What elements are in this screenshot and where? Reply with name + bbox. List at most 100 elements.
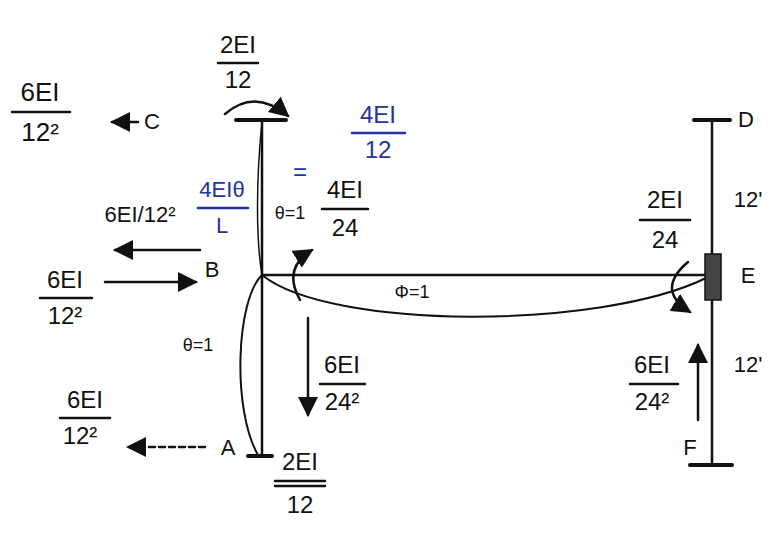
- fraction-bar: [322, 208, 368, 211]
- annotation-label: 6EI: [20, 79, 59, 105]
- label-holder: θ=1: [183, 336, 214, 354]
- annotation-label: B: [205, 259, 220, 281]
- force-arrow: [112, 121, 138, 124]
- label-holder: 12²: [63, 424, 98, 448]
- label-holder: 2EI: [647, 188, 683, 212]
- moment-arrow: [293, 250, 312, 300]
- fraction-bar: [630, 383, 678, 386]
- label-holder: Φ=1: [395, 283, 430, 301]
- fraction-bar: [320, 383, 365, 386]
- annotation-label: 24²: [635, 390, 670, 414]
- force-arrow: [697, 345, 700, 420]
- label-holder: 12: [365, 138, 392, 162]
- support-bar: [694, 118, 730, 122]
- fraction-bar: [275, 480, 325, 483]
- annotation-label: =: [293, 160, 307, 184]
- annotation-label: 6EI: [67, 388, 103, 412]
- fraction-bar: [12, 111, 70, 114]
- label-holder: 6EI: [324, 353, 360, 377]
- annotation-label: 12: [287, 493, 314, 517]
- annotation-label: C: [144, 111, 160, 133]
- label-holder: 24²: [325, 390, 360, 414]
- label-holder: 24: [332, 216, 359, 240]
- support-bar: [236, 118, 286, 122]
- label-holder: 6EI: [20, 79, 59, 105]
- fraction-bar: [40, 297, 92, 300]
- label-holder: 4EIθ: [199, 179, 244, 201]
- annotation-label: 12': [734, 189, 763, 211]
- fraction-bar: [640, 219, 690, 222]
- label-holder: 2EI: [220, 33, 256, 57]
- annotation-label: 24: [652, 228, 679, 252]
- label-holder: 24²: [635, 390, 670, 414]
- annotation-label: θ=1: [183, 336, 214, 354]
- force-arrow: [307, 318, 310, 415]
- label-holder: 12²: [21, 119, 59, 145]
- annotation-label: 4EI: [360, 103, 396, 127]
- label-holder: 12': [734, 354, 763, 376]
- deflected-shape: [240, 275, 262, 455]
- fraction-bar: [198, 207, 248, 210]
- label-holder: D: [738, 109, 754, 131]
- annotation-label: D: [738, 109, 754, 131]
- annotation-label: θ=1: [275, 204, 306, 222]
- annotation-label: 12²: [63, 424, 98, 448]
- annotation-label: 4EI: [327, 178, 363, 202]
- label-holder: 12': [734, 189, 763, 211]
- label-holder: θ=1: [275, 204, 306, 222]
- annotation-label: 24²: [325, 390, 360, 414]
- annotation-label: A: [221, 437, 236, 459]
- label-holder: 6EI/12²: [105, 204, 176, 226]
- beam-line: [262, 274, 706, 277]
- annotation-label: 6EI: [47, 268, 83, 292]
- label-holder: B: [205, 259, 220, 281]
- support-bar: [690, 463, 732, 467]
- annotation-label: 24: [332, 216, 359, 240]
- label-holder: E: [741, 265, 756, 287]
- fraction-bar: [275, 485, 325, 488]
- column-line: [261, 120, 264, 456]
- annotation-label: 12: [365, 138, 392, 162]
- label-holder: A: [221, 437, 236, 459]
- moment-arrow: [225, 101, 288, 116]
- annotation-label: E: [741, 265, 756, 287]
- fraction-bar: [60, 417, 110, 420]
- annotation-label: 2EI: [220, 33, 256, 57]
- fraction-bar: [218, 62, 258, 65]
- label-holder: 4EI: [327, 178, 363, 202]
- force-arrow: [105, 281, 196, 284]
- annotation-label: 6EI: [634, 353, 670, 377]
- annotation-label: 12²: [21, 119, 59, 145]
- moment-arrow: [672, 262, 690, 312]
- label-holder: 24: [652, 228, 679, 252]
- support-bar: [248, 454, 272, 458]
- label-holder: 12²: [48, 304, 83, 328]
- force-arrow: [128, 446, 205, 449]
- label-holder: F: [683, 437, 696, 459]
- label-holder: 2EI: [282, 450, 318, 474]
- label-holder: C: [144, 111, 160, 133]
- label-holder: 6EI: [67, 388, 103, 412]
- label-holder: L: [216, 215, 228, 237]
- label-holder: =: [293, 160, 307, 184]
- annotation-label: 2EI: [647, 188, 683, 212]
- label-holder: 6EI: [634, 353, 670, 377]
- annotation-label: 6EI: [324, 353, 360, 377]
- annotation-label: 4EIθ: [199, 179, 244, 201]
- joint-block: [705, 254, 721, 300]
- annotation-label: 12': [734, 354, 763, 376]
- annotation-label: 12²: [48, 304, 83, 328]
- annotation-label: F: [683, 437, 696, 459]
- annotation-label: 2EI: [282, 450, 318, 474]
- deflected-shape: [258, 122, 263, 275]
- force-arrow: [115, 249, 200, 252]
- annotation-label: 12: [225, 68, 252, 92]
- label-holder: 12: [225, 68, 252, 92]
- deflected-shape: [262, 275, 706, 317]
- label-holder: 4EI: [360, 103, 396, 127]
- label-holder: 12: [287, 493, 314, 517]
- fraction-bar: [352, 132, 405, 135]
- annotation-label: 6EI/12²: [105, 204, 176, 226]
